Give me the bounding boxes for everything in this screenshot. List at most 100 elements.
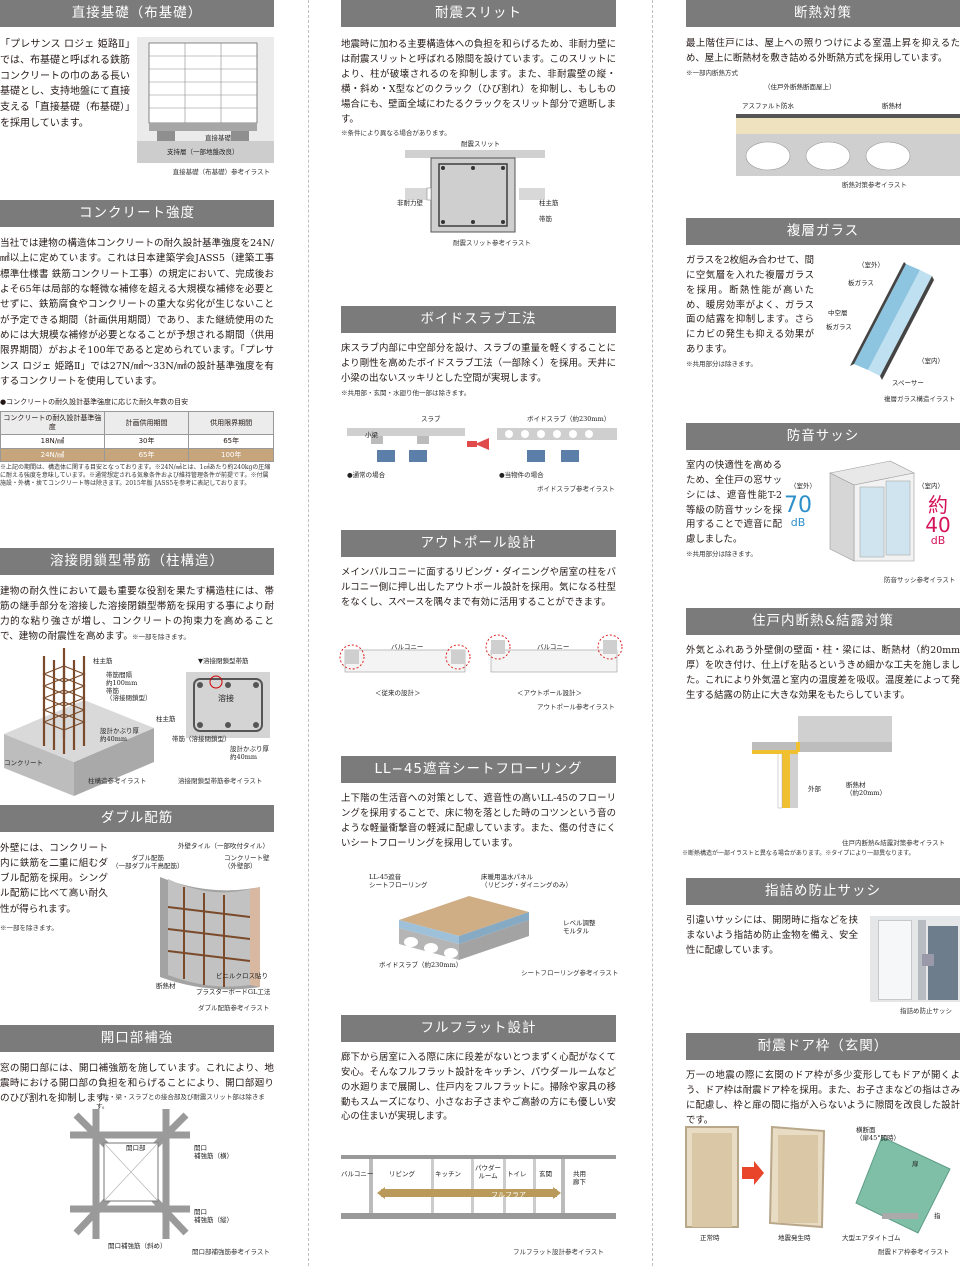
foundation-drawing [137,42,274,163]
caption: 指詰め防止サッシ [900,1007,952,1015]
caption: 複層ガラス構造イラスト [884,395,956,403]
room-label: バルコニー [341,1170,374,1178]
label-hoop: 帯筋 [539,215,552,223]
section-text: 当社では建物の構造体コンクリートの耐久設計基準強度を24N/㎟以上に定めています… [0,238,274,388]
table-header: コンクリートの耐久設計基準強度 [0,411,105,435]
column-left: 直接基礎（布基礎） 「プレサンス ロジェ 姫路Ⅱ」では、布基礎と呼ばれる鉄筋コン… [0,0,274,1266]
room-label: リビング [389,1170,415,1178]
section-text: 窓の開口部には、開口補強筋を施しています。これにより、地震時における開口部の負担… [0,1063,274,1105]
label-in: （室内） [918,357,944,365]
note: ※条件により異なる場合があります。 [341,129,451,138]
section-opening: 開口部補強 窓の開口部には、開口補強筋を施しています。これにより、地震時における… [0,1025,274,1256]
section-title: ボイドスラブ工法 [341,306,616,333]
note: ※一部を除きます。 [132,633,190,641]
label-old: ＜従来の設計＞ [375,689,421,697]
section-title: 複層ガラス [686,218,960,245]
section-text: 上下階の生活音への対策として、遮音性の高いLL-45のフローリングを採用すること… [341,793,616,849]
slit-drawing [405,150,545,233]
label-hoop: 帯筋間隔 約100mm 帯筋 （溶接閉鎖型） [106,671,152,703]
out-db-value: 70 [784,493,812,518]
room-label: トイレ [507,1170,527,1178]
table-notes: ※上記の期間は、構造体に関する目安となっております。※24N/㎟とは、1㎠あたり… [0,464,271,488]
section-title: 耐震スリット [341,0,616,27]
section-slit: 耐震スリット 地震時に加わる主要構造体への負担を和らげるため、非耐力壁には耐震ス… [341,0,616,247]
out-db: 70 dB [784,493,812,529]
caption: 住戸内断熱&結露対策参考イラスト [842,839,946,847]
room-label: 共用 廊下 [573,1170,586,1186]
caption: 断熱対策参考イラスト [842,181,907,189]
section-void-slab: ボイドスラブ工法 床スラブ内部に中空部分を設け、スラブの重量を軽くすることにより… [341,306,617,493]
label-void: ボイドスラブ（約230mm） [527,415,611,423]
label-normal: 正常時 [700,1234,720,1242]
label-h: 開口 補強筋（横） [194,1144,233,1160]
roof-insulation-drawing [736,114,960,176]
note: ※断熱構造が一部イラストと異なる場合があります。※タイプにより一部異なります。 [682,850,915,857]
section-text: 床スラブ内部に中空部分を設け、スラブの重量を軽くすることにより剛性を高めたボイド… [341,343,616,384]
caption: 耐震スリット参考イラスト [453,239,531,247]
section-title: アウトポール設計 [341,530,616,557]
section-title: 耐震ドア枠（玄関） [686,1033,960,1060]
label-out: ＜アウトポール設計＞ [517,689,582,697]
finger-sash-photo [870,916,960,1002]
section-insulation: 断熱対策 最上階住戸には、屋上への照りつけによる室温上昇を抑えるため、屋上に断熱… [686,0,960,189]
section-text: メインバルコニーに面するリビング・ダイニングや居室の柱をバルコニー側に押し出した… [341,567,616,608]
section-text: 最上階住戸には、屋上への照りつけによる室温上昇を抑えるため、屋上に断熱材を敷き詰… [686,38,960,64]
label-mortar: レベル調整 モルタル [563,919,596,935]
section-title: 溶接閉鎖型帯筋（柱構造） [0,548,274,575]
label-finger: 指 [934,1212,941,1220]
label-out: （室外） [790,482,816,490]
in-db-unit: dB [930,534,946,547]
label-insulation: 断熱材 （約20mm） [846,781,887,797]
label-concrete-wall: コンクリート壁 （外壁部） [224,854,270,870]
opening-reinforcement-drawing [70,1109,190,1239]
section-text: ガラスを2枚組み合わせて、間に空気層を入れた複層ガラスを採用。断熱性能が高いため… [686,255,814,356]
label-main-bar: 柱主筋 [93,657,113,665]
label-void: ボイドスラブ（約230mm） [379,961,463,969]
label-base: 直接基礎 [205,134,231,142]
section-welded-hoop: 溶接閉鎖型帯筋（柱構造） 建物の耐久性において最も重要な役割を果たす構造柱には、… [0,548,274,796]
room-label: 玄関 [539,1170,552,1178]
label-spacer: スペーサー [892,379,924,387]
section-text: 地震時に加わる主要構造体への負担を和らげるため、非耐力壁には耐震スリットと呼ばれ… [341,39,616,126]
section-foundation: 直接基礎（布基礎） 「プレサンス ロジェ 姫路Ⅱ」では、布基礎と呼ばれる鉄筋コン… [0,0,274,176]
section-finger-sash: 指詰め防止サッシ 引違いサッシには、開閉時に指などを挟まないよう指詰め防止金物を… [686,878,960,1015]
label-mid: 中空層 [828,309,848,317]
caption: 開口部補強筋参考イラスト [192,1248,270,1256]
note: ※一部内断熱方式 [686,68,738,77]
label-glass2: 板ガラス [826,323,852,331]
section-title: 住戸内断熱&結露対策 [686,608,960,635]
label-weld: 溶接 [218,694,234,703]
label-door: 扉 [912,1160,919,1168]
label-hoop-title: ▼溶接閉鎖型帯筋 [198,657,249,665]
outpole-drawing [339,634,623,673]
label-asphalt: アスファルト防水 [742,102,794,110]
section-text: 万一の地震の際に玄関のドア枠が多少変形してもドアが開くよう、ドア枠は耐震ドア枠を… [686,1070,960,1126]
label-board: プラスターボードGL工法 [196,988,271,996]
label-beam: 小梁 [365,431,378,439]
label-v: 開口 補強筋（縦） [194,1208,233,1224]
label-out: 外部 [808,785,821,793]
condensation-drawing [752,716,892,809]
section-title: フルフラット設計 [341,1015,616,1042]
section-fullflat: フルフラット設計 廊下から居室に入る際に床に段差がないとつまずく心配がなくて安心… [341,1015,616,1256]
out-db-unit: dB [790,516,806,529]
label-insulation: 断熱材 [156,982,176,990]
table-cell: 18N/㎟ [0,433,105,449]
section-title: ダブル配筋 [0,805,274,832]
column-divider [308,0,309,1266]
section-text: 廊下から居室に入る際に床に段差がないとつまずく心配がなくて安心。そんなフルフラッ… [341,1052,616,1123]
label-heat: 床暖用温水パネル （リビング・ダイニングのみ） [481,873,572,889]
label-balcony: バルコニー [391,643,424,651]
table-row: 18N/㎟ 30年 65年 [0,433,274,449]
caption: ボイドスラブ参考イラスト [537,485,615,493]
column-right: 断熱対策 最上階住戸には、屋上への照りつけによる室温上昇を抑えるため、屋上に断熱… [682,0,960,1266]
label-double: ダブル配筋 （一部ダブル千鳥配筋） [112,854,184,870]
section-title: 防音サッシ [686,423,960,450]
section-title: 指詰め防止サッシ [686,878,960,905]
label-balcony: バルコニー [537,643,570,651]
label-this: ●当物件の場合 [499,471,544,479]
durability-table: コンクリートの耐久設計基準強度 計画供用期間 供用限界期間 18N/㎟ 30年 … [0,411,274,463]
section-text: 建物の耐久性において最も重要な役割を果たす構造柱には、帯筋の継手部分を溶接した溶… [0,586,274,643]
label-r-hoop: 帯筋（溶接閉鎖型） [172,735,231,743]
label-r-cover: 設計かぶり厚 約40mm [230,745,269,761]
